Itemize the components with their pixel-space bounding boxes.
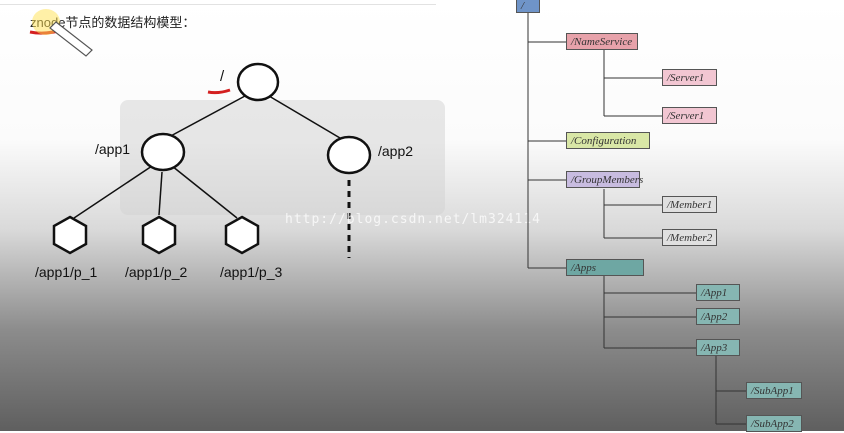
p3-label: /app1/p_3 — [220, 264, 283, 280]
rt-server1a-node: /Server1 — [662, 69, 717, 86]
rt-member1-node: /Member1 — [662, 196, 717, 213]
p3-hexagon — [224, 215, 260, 255]
rt-groupmembers-node: /GroupMembers — [566, 171, 643, 188]
root-node — [236, 62, 280, 102]
app1-label: /app1 — [95, 141, 131, 157]
app1-node — [140, 132, 186, 172]
app2-label: /app2 — [378, 143, 414, 159]
rt-app1-node: /App1 — [696, 284, 740, 301]
rt-app3-node: /App3 — [696, 339, 740, 356]
rt-subapp2-node: /SubApp2 — [746, 415, 802, 432]
rt-root-node: / — [516, 0, 540, 13]
app2-node — [326, 135, 372, 175]
title-divider — [0, 4, 436, 5]
rt-apps-node: /Apps — [566, 259, 644, 276]
red-underline-root — [207, 88, 231, 95]
rt-subapp1-node: /SubApp1 — [746, 382, 802, 399]
p2-hexagon — [141, 215, 177, 255]
pointer-hand-icon — [32, 9, 93, 57]
p1-hexagon — [52, 215, 88, 255]
root-label: / — [220, 68, 225, 85]
page-title: znode节点的数据结构模型： — [30, 15, 196, 30]
p2-label: /app1/p_2 — [125, 264, 188, 280]
rt-member2-node: /Member2 — [662, 229, 717, 246]
rt-server1b-node: /Server1 — [662, 107, 717, 124]
rt-configuration-node: /Configuration — [566, 132, 650, 149]
p1-label: /app1/p_1 — [35, 264, 98, 280]
rt-app2-node: /App2 — [696, 308, 740, 325]
rt-nameservice-node: /NameService — [566, 33, 638, 50]
watermark-url: http://blog.csdn.net/lm324114 — [285, 212, 541, 227]
